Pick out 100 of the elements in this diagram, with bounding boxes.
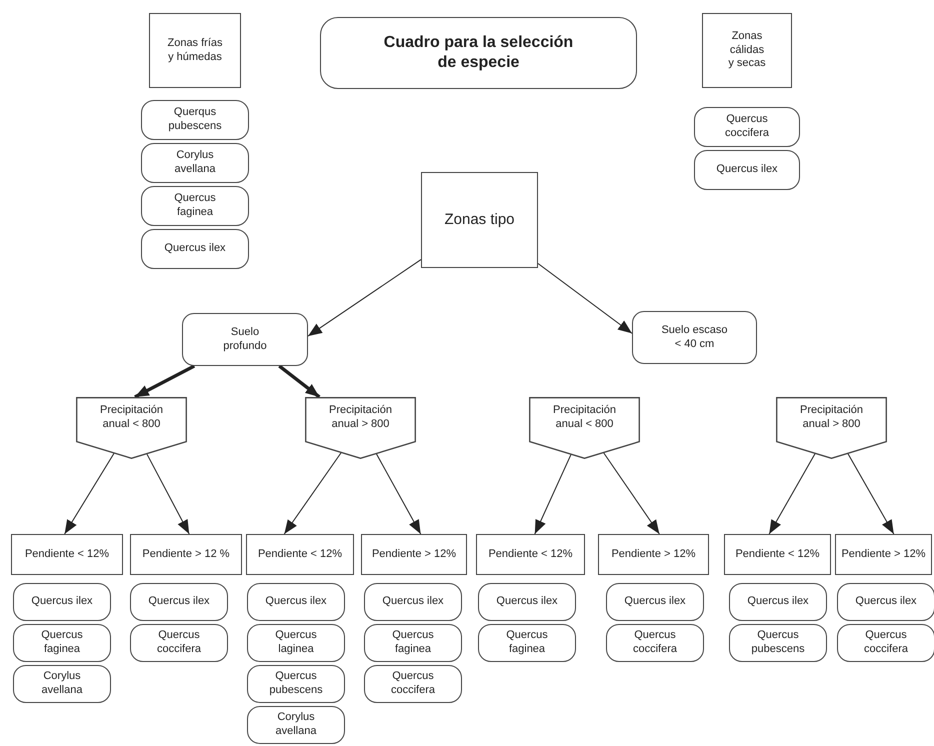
node-label: Quercus ilex (148, 595, 210, 609)
node-label: Pendiente > 12% (841, 548, 926, 562)
node-label: Quercus coccifera (724, 113, 770, 141)
node-label: Pendiente < 12% (258, 548, 342, 562)
soil-box (182, 313, 308, 366)
node-label: Quercus coccifera (862, 629, 910, 657)
species-pill (837, 624, 934, 662)
node-label: Quercus pubescens (750, 629, 806, 657)
node-label: Precipitación anual < 800 (552, 404, 617, 432)
precipitation-pentagon (76, 397, 187, 459)
node-label: Quercus ilex (164, 242, 226, 256)
node-label: Corylus avellana (40, 670, 84, 698)
slope-box (724, 534, 831, 575)
species-pill (729, 624, 827, 662)
precipitation-pentagon (529, 397, 640, 459)
slope-box (598, 534, 709, 575)
species-pill (13, 583, 111, 621)
node-label: Pendiente < 12% (24, 548, 110, 562)
arrow (848, 453, 894, 534)
arrow (376, 454, 422, 534)
node-label: Quercus faginea (40, 629, 84, 657)
arrow (538, 263, 632, 334)
slope-box (835, 534, 932, 575)
slope-box (361, 534, 467, 575)
node-label: Quercus ilex (31, 595, 93, 609)
species-pill (141, 229, 249, 269)
slope-box (11, 534, 123, 575)
species-pill (364, 624, 462, 662)
node-label: Pendiente < 12% (488, 548, 573, 562)
node-label: Quercus faginea (173, 192, 217, 220)
node-label: Pendiente > 12 % (142, 548, 230, 562)
title-box (320, 17, 637, 89)
node-label: Quercus ilex (382, 595, 444, 609)
species-pill (141, 186, 249, 226)
species-pill (478, 624, 576, 662)
species-pill (837, 583, 934, 621)
arrow (146, 454, 190, 534)
arrow (768, 453, 816, 534)
node-label: Querqus pubescens (167, 106, 223, 134)
node-label: Precipitación anual > 800 (328, 404, 393, 432)
species-pill (729, 583, 827, 621)
soil-box (632, 311, 757, 364)
arrow (284, 452, 342, 534)
species-pill (130, 583, 228, 621)
node-label: Quercus coccifera (390, 670, 436, 698)
node-label: Quercus ilex (747, 595, 809, 609)
arrow (64, 453, 114, 534)
node-label: Suelo profundo (222, 326, 268, 354)
node-label: Quercus ilex (265, 595, 327, 609)
species-pill (13, 665, 111, 703)
node-label: Quercus ilex (496, 595, 558, 609)
node-label: Quercus ilex (855, 595, 917, 609)
species-pill (694, 150, 800, 190)
species-pill (130, 624, 228, 662)
node-label: Quercus pubescens (268, 670, 324, 698)
zone-box (149, 13, 241, 88)
species-pill (364, 583, 462, 621)
node-label: Precipitación anual > 800 (799, 404, 864, 432)
species-pill (364, 665, 462, 703)
slope-box (130, 534, 242, 575)
precipitation-pentagon (305, 397, 416, 459)
arrow (603, 452, 660, 534)
zone-box (702, 13, 792, 88)
node-label: Quercus faginea (391, 629, 435, 657)
zone-type-box (421, 172, 538, 268)
node-label: Quercus laginea (274, 629, 318, 657)
precipitation-pentagon (776, 397, 887, 459)
species-pill (141, 100, 249, 140)
arrow (308, 259, 422, 337)
node-label: Quercus coccifera (156, 629, 202, 657)
node-label: Pendiente > 12% (372, 548, 456, 562)
arrow (134, 364, 196, 398)
node-label: Cuadro para la selección de especie (382, 33, 574, 73)
node-label: Quercus ilex (624, 595, 686, 609)
node-label: Quercus coccifera (632, 629, 678, 657)
node-label: Corylus avellana (174, 149, 216, 177)
species-pill (141, 143, 249, 183)
node-label: Quercus faginea (505, 629, 549, 657)
species-pill (478, 583, 576, 621)
species-pill (247, 583, 345, 621)
node-label: Precipitación anual < 800 (99, 404, 164, 432)
node-label: Corylus avellana (274, 711, 318, 739)
species-pill (606, 583, 704, 621)
species-pill (694, 107, 800, 147)
species-pill (606, 624, 704, 662)
node-label: Zonas frías y húmedas (166, 36, 224, 64)
species-pill (247, 624, 345, 662)
slope-box (476, 534, 585, 575)
slope-box (246, 534, 354, 575)
node-label: Suelo escaso < 40 cm (660, 324, 729, 352)
arrow (278, 364, 320, 398)
species-pill (13, 624, 111, 662)
species-pill (247, 665, 345, 703)
node-label: Zonas tipo (444, 210, 515, 230)
species-pill (247, 706, 345, 744)
arrow (534, 454, 572, 534)
node-label: Pendiente > 12% (611, 548, 696, 562)
node-label: Quercus ilex (716, 163, 778, 177)
node-label: Zonas cálidas y secas (727, 30, 767, 72)
node-label: Pendiente < 12% (735, 548, 820, 562)
